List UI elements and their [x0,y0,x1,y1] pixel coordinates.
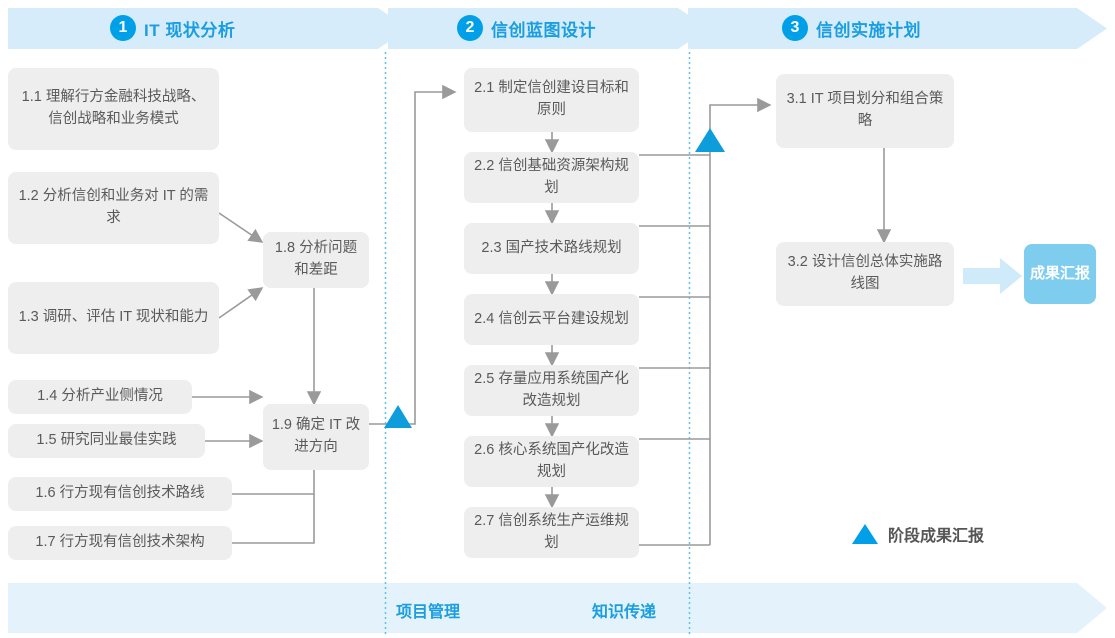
node-2-3[interactable]: 2.3 国产技术路线规划 [464,223,639,274]
node-1-3[interactable]: 1.3 调研、评估 IT 现状和能力 [8,282,219,354]
result-report-badge[interactable]: 成果汇报 [1024,244,1096,304]
node-1-8[interactable]: 1.8 分析问题和差距 [263,232,369,288]
node-2-5[interactable]: 2.5 存量应用系统国产化改造规划 [464,365,639,416]
node-2-7[interactable]: 2.7 信创系统生产运维规划 [464,507,639,558]
node-1-4[interactable]: 1.4 分析产业侧情况 [8,380,192,414]
node-1-5[interactable]: 1.5 研究同业最佳实践 [8,424,205,458]
phase-number-badge: 3 [782,15,808,41]
node-1-6[interactable]: 1.6 行方现有信创技术路线 [8,477,232,511]
node-1-7[interactable]: 1.7 行方现有信创技术架构 [8,526,232,560]
node-3-1[interactable]: 3.1 IT 项目划分和组合策略 [776,74,954,148]
footer-band [8,583,1107,633]
phase-label-2[interactable]: 2 信创蓝图设计 [457,15,596,41]
footer-item-project-management[interactable]: 项目管理 [396,604,461,621]
legend-milestone: 阶段成果汇报 [852,522,984,546]
phase-title: 信创实施计划 [816,20,921,40]
phase-number-badge: 2 [457,15,483,41]
phase-title: 信创蓝图设计 [491,20,596,40]
node-2-1[interactable]: 2.1 制定信创建设目标和原则 [464,68,639,132]
milestone-triangle-phase1 [384,405,412,428]
node-2-6[interactable]: 2.6 核心系统国产化改造规划 [464,436,639,487]
result-arrow-icon [963,258,1022,294]
phase-label-1[interactable]: 1 IT 现状分析 [110,15,235,41]
phase-title: IT 现状分析 [144,20,236,40]
legend-label: 阶段成果汇报 [888,528,985,545]
node-1-9[interactable]: 1.9 确定 IT 改进方向 [263,404,369,470]
phase-number-badge: 1 [110,15,136,41]
node-1-1[interactable]: 1.1 理解行方金融科技战略、信创战略和业务模式 [8,68,219,150]
phase-label-3[interactable]: 3 信创实施计划 [782,15,921,41]
node-2-4[interactable]: 2.4 信创云平台建设规划 [464,294,639,345]
node-1-2[interactable]: 1.2 分析信创和业务对 IT 的需求 [8,172,219,244]
node-3-2[interactable]: 3.2 设计信创总体实施路线图 [776,242,954,306]
triangle-marker-icon [852,524,878,544]
footer-item-knowledge-transfer[interactable]: 知识传递 [592,604,657,621]
milestone-triangle-phase2 [695,128,725,152]
node-2-2[interactable]: 2.2 信创基础资源架构规划 [464,152,639,203]
